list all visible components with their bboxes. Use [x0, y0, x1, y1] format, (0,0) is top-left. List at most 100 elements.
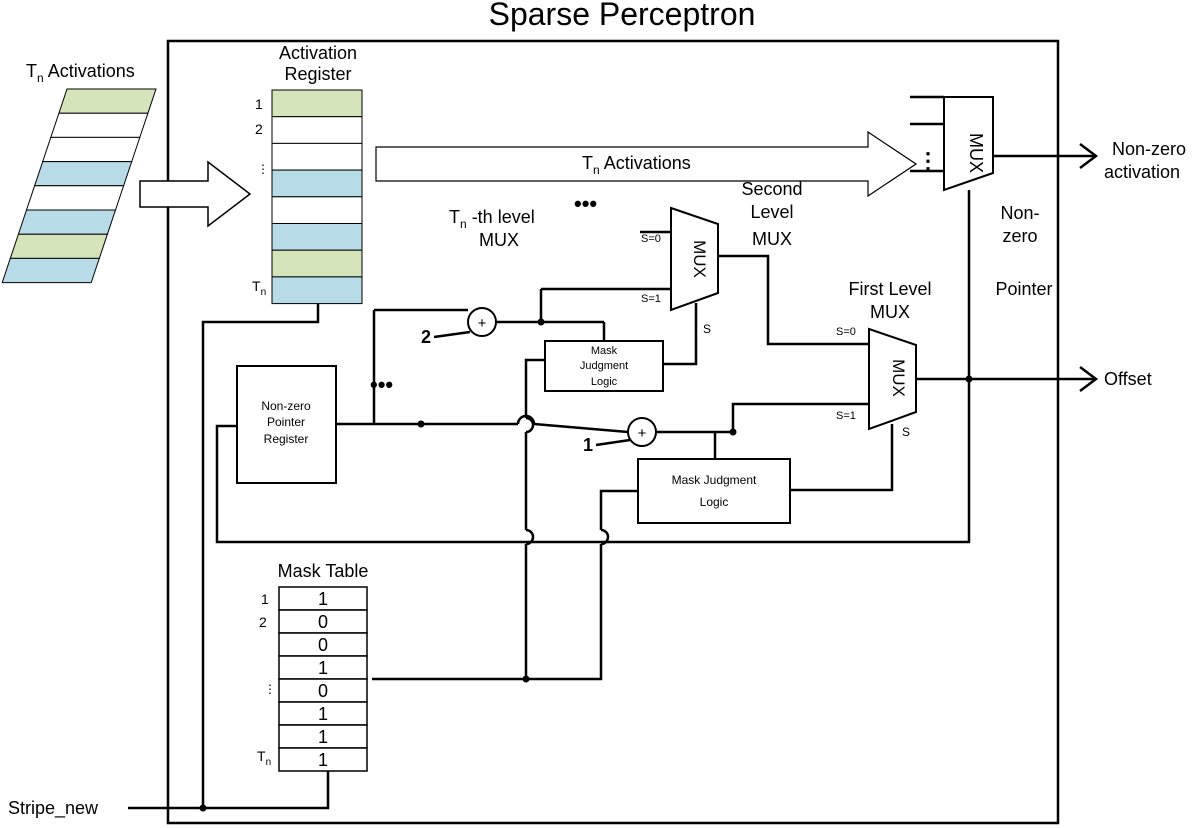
activations-bus-arrow	[375, 130, 918, 198]
mask-table-cell	[278, 747, 368, 772]
pointer-register-2: Pointer	[267, 415, 305, 429]
input-activation-cell	[33, 161, 133, 187]
first-level-s1: S=1	[836, 410, 856, 422]
pointer-feedback-wire	[215, 190, 971, 544]
output-mux-label: MUX	[966, 133, 986, 173]
mask-table-value: 0	[318, 612, 328, 632]
input-activation-cell	[1, 257, 100, 284]
first-level-s0: S=0	[836, 326, 856, 338]
second-level-sel: S	[703, 322, 711, 336]
mask-large-vertical	[372, 544, 603, 681]
first-level-label-2: MUX	[870, 302, 910, 322]
activation-register-cell	[271, 116, 363, 144]
input-activation-cell	[58, 88, 157, 114]
mask-table-value: 1	[318, 750, 328, 770]
register-to-stripe-wire	[201, 304, 320, 808]
nonzero-activation-label-2: activation	[1104, 162, 1180, 182]
activation-register-cell	[271, 169, 363, 198]
mask-logic-large-mask-in	[599, 489, 638, 530]
input-activation-cell	[50, 112, 149, 138]
mask-logic-large-2: Logic	[700, 495, 729, 509]
input-activation-cell	[17, 209, 117, 235]
mask-index-dots: ⋮	[264, 682, 276, 696]
stripe-new-label: Stripe_new	[8, 798, 99, 819]
activation-register-cell	[271, 196, 363, 225]
mask-logic-large-1: Mask Judgment	[672, 473, 757, 487]
tn-level-mux-label-1: Tn -th level	[449, 207, 535, 231]
second-level-s0: S=0	[641, 233, 661, 245]
activation-register-title-2: Register	[284, 64, 351, 84]
pointer-register-3: Register	[264, 432, 309, 446]
offset-label: Offset	[1104, 369, 1152, 389]
activation-register-cell	[271, 276, 363, 305]
mask-index-1: 1	[261, 591, 269, 607]
activation-register-cell	[271, 249, 363, 278]
adder-1-symbol: +	[638, 425, 647, 442]
register-index-1: 1	[255, 96, 263, 112]
mask-table-value: 0	[318, 635, 328, 655]
second-level-label-2: Level	[750, 202, 793, 222]
second-level-mux-label: MUX	[690, 240, 709, 278]
second-level-sel-wire	[663, 303, 698, 366]
crossover-hop-3	[600, 528, 610, 546]
mask-table-title: Mask Table	[278, 561, 369, 581]
second-level-label-1: Second	[741, 179, 802, 199]
input-activations-stack	[1, 88, 157, 284]
activation-register-title-1: Activation	[279, 43, 357, 63]
register-index-tn: Tn	[252, 278, 266, 298]
adder-2-junction	[537, 318, 545, 326]
nonzero-pointer-label-3: Pointer	[995, 279, 1052, 299]
nonzero-pointer-label-2: zero	[1002, 226, 1037, 246]
mask-logic-small-1: Mask	[591, 345, 618, 357]
nonzero-activation-arrowhead	[1079, 143, 1099, 169]
activation-register-cell	[271, 223, 363, 251]
mask-judgment-logic-large	[637, 458, 791, 524]
perceptron-boundary	[166, 39, 1060, 825]
mask-logic-small-3: Logic	[591, 376, 618, 388]
first-level-mux	[868, 327, 917, 431]
diagram-title: Sparse Perceptron	[489, 0, 756, 32]
mask-logic-small-2: Judgment	[580, 360, 628, 372]
mask-table-value: 1	[318, 704, 328, 724]
input-activation-cell	[25, 185, 125, 211]
pointer-bus-hop	[516, 414, 536, 425]
adder-1-constant-wire	[595, 438, 631, 447]
first-level-label-1: First Level	[848, 279, 931, 299]
nonzero-activation-label-1: Non-zero	[1112, 139, 1186, 159]
mask-table-value: 0	[318, 681, 328, 701]
tn-level-dots: •••	[574, 191, 597, 216]
input-activation-cell	[42, 136, 141, 163]
input-arrow	[139, 160, 252, 228]
mask-logic-small-mask-in	[524, 358, 545, 418]
mask-judgment-logic-small	[544, 340, 664, 392]
pointer-bus-2	[533, 422, 629, 434]
output-mux	[943, 96, 994, 192]
input-activation-cell	[9, 233, 109, 259]
activation-register-cell	[271, 89, 363, 118]
register-index-2: 2	[255, 121, 263, 137]
second-to-first-wire	[718, 254, 869, 346]
input-activations-label: Tn Activations	[26, 61, 135, 85]
first-level-sel: S	[902, 425, 910, 439]
activation-register-cell	[271, 142, 363, 171]
output-mux-dots: ⋮	[917, 148, 939, 173]
adder-2-constant: 2	[421, 327, 431, 347]
adder-1-junction	[729, 428, 737, 436]
bus-label: Tn Activations	[582, 153, 691, 177]
middle-dots: •••	[370, 372, 393, 397]
pointer-bus-junction	[417, 420, 425, 428]
adder-2-constant-wire	[433, 330, 471, 339]
pointer-register-1: Non-zero	[261, 399, 311, 413]
mask-table-value: 1	[318, 658, 328, 678]
crossover-hop-1	[525, 416, 535, 434]
second-level-mux	[670, 206, 719, 312]
first-level-mux-label: MUX	[889, 359, 908, 397]
mask-table-value: 1	[318, 727, 328, 747]
first-level-s1-wire	[731, 402, 869, 433]
offset-arrowhead	[1079, 366, 1099, 392]
activation-register	[271, 89, 363, 305]
first-level-sel-wire	[790, 424, 894, 492]
crossover-hop-2	[525, 528, 535, 546]
